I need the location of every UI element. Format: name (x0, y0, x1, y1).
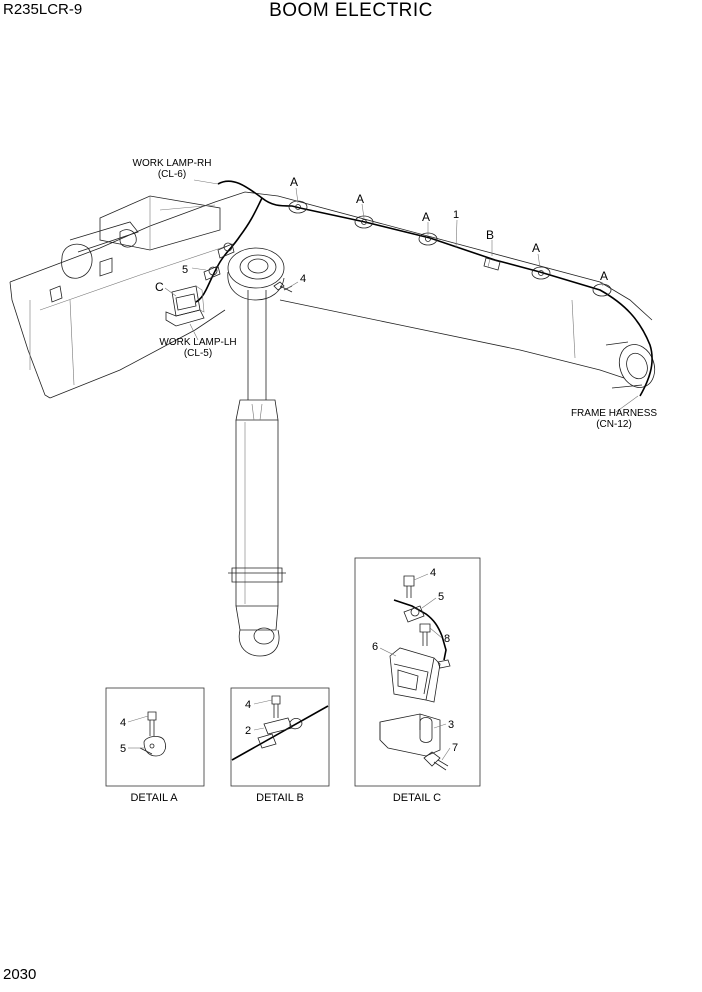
detail-a-part-5: 5 (120, 743, 126, 755)
detail-c-caption: DETAIL C (393, 792, 441, 804)
frame-harness-label: FRAME HARNESS (571, 408, 657, 419)
clip-a-4 (531, 266, 551, 280)
detail-b-part-2: 2 (245, 725, 251, 737)
marker-a-1: A (290, 175, 298, 189)
marker-a-3: A (422, 210, 430, 224)
model-code: R235LCR-9 (3, 1, 83, 18)
boom-cylinder (227, 247, 286, 657)
clip-a-5 (592, 283, 612, 297)
boom-body (9, 191, 656, 399)
marker-a-5: A (600, 269, 608, 283)
part-4-label: 4 (300, 273, 306, 285)
marker-b-1: B (486, 228, 494, 242)
work-lamp-rh-label: WORK LAMP-RH (133, 158, 212, 169)
work-lamp-lh-label: WORK LAMP-LH (159, 337, 236, 348)
detail-a-caption: DETAIL A (130, 792, 178, 804)
harness-wire (195, 180, 653, 397)
marker-c: C (155, 280, 164, 294)
detail-c-part-3: 3 (448, 719, 454, 731)
clip-b-1 (483, 257, 501, 271)
leader-lines (164, 179, 639, 413)
lamp-clamps (203, 242, 235, 281)
part-5-label: 5 (182, 264, 188, 276)
work-lamp-lh-code: (CL-5) (184, 348, 212, 359)
page-title: BOOM ELECTRIC (269, 0, 433, 21)
detail-a-part-4: 4 (120, 717, 126, 729)
detail-b: 4 2 (230, 687, 330, 787)
frame-harness-code: (CN-12) (596, 419, 632, 430)
detail-c-part-4: 4 (430, 567, 436, 579)
detail-c-part-7: 7 (452, 742, 458, 754)
work-lamp-lh (165, 285, 205, 327)
detail-c-part-8: 8 (444, 633, 450, 645)
detail-b-caption: DETAIL B (256, 792, 304, 804)
page-number: 2030 (3, 966, 37, 983)
detail-c: 4 5 8 6 3 7 (354, 557, 481, 787)
detail-a: 4 5 (105, 687, 205, 787)
detail-b-part-4: 4 (245, 699, 251, 711)
marker-a-4: A (532, 241, 540, 255)
marker-a-2: A (356, 192, 364, 206)
work-lamp-rh-code: (CL-6) (158, 169, 186, 180)
detail-c-part-5: 5 (438, 591, 444, 603)
part-1-label: 1 (453, 209, 459, 221)
detail-c-part-6: 6 (372, 641, 378, 653)
